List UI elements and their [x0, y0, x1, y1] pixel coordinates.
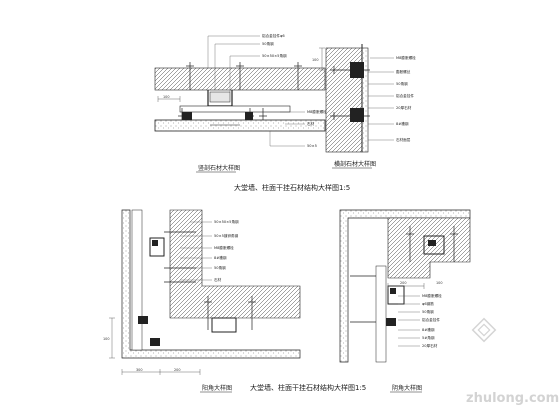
br-leaders [398, 295, 420, 347]
annotation-bl-1: 50×5镀锌角钢 [214, 233, 239, 238]
annotation-tl-3: M8膨胀螺栓 [307, 109, 327, 114]
annotation-tr-4: 20厚石材 [396, 105, 412, 110]
anchor-bolts [186, 62, 302, 90]
annotation-tl-2: 50×50×5角钢 [262, 53, 287, 58]
br-stone-vertical [375, 265, 387, 363]
annotation-tl-4: 石材 [307, 121, 315, 126]
watermark: zhulong.com [466, 317, 559, 406]
annotation-tr-0: M8膨胀螺栓 [396, 55, 416, 60]
tr-leaders [368, 57, 394, 141]
annotation-bl-5: 石材 [214, 277, 222, 282]
annotation-br-4: 8#槽钢 [422, 327, 435, 332]
annotation-br-3: 铝合金挂件 [422, 317, 440, 322]
caption-top-right: 横剖石材大样图 [334, 160, 376, 168]
br-dim-text-2: 100 [436, 281, 442, 285]
dim-text: 100 [163, 95, 169, 99]
br-bracket [428, 240, 436, 246]
clip-block-2 [245, 112, 253, 120]
detail-top-right: M8膨胀螺栓 膨胀螺丝 50角钢 铝合金挂件 20厚石材 8#槽钢 石材面层 1… [312, 44, 416, 169]
bracket-lower [350, 108, 364, 122]
br-bracket-3 [390, 288, 396, 294]
steel-angle-bar [179, 105, 291, 113]
br-dim-text-1: 200 [400, 281, 406, 285]
annotation-br-1: φ6钢筋 [422, 301, 434, 306]
bl-bracket-4 [138, 316, 148, 324]
annotation-tr-2: 50角钢 [396, 81, 408, 86]
internal-corner-wall [339, 209, 471, 363]
watermark-text: zhulong.com [466, 391, 559, 406]
caption-bottom-right: 阴角大样图 [392, 384, 422, 392]
bl-dim-text-3: 100 [103, 337, 109, 341]
annotation-tr-1: 膨胀螺丝 [396, 69, 411, 74]
internal-corner-concrete [387, 217, 471, 279]
jamb-stone [131, 209, 143, 351]
caption-top-left: 竖剖石材大样图 [198, 164, 240, 172]
br-bolts [350, 226, 458, 323]
title-bottom: 大堂墙、柱面干挂石材结构大样图1:5 [250, 383, 366, 392]
br-bracket-4 [386, 318, 396, 326]
bl-bracket-3 [211, 317, 237, 333]
stone-panel [154, 119, 326, 132]
bl-bracket-5 [150, 338, 160, 346]
tr-bolts [330, 66, 370, 120]
annotation-tl-0: 铝合金挂件φ6 [262, 33, 285, 38]
bl-bracket-2 [152, 240, 158, 246]
annotation-br-2: 50角钢 [422, 309, 434, 314]
annotation-br-6: 20厚石材 [422, 343, 438, 348]
detail-top-left: 100 铝合金挂件φ6 50角钢 50×50×5角钢 M8膨胀螺栓 石材 50×… [154, 33, 327, 173]
bl-bracket-1 [149, 237, 165, 257]
annotation-tr-6: 石材面层 [396, 137, 411, 142]
annotation-bl-4: 50角钢 [214, 265, 226, 270]
annotation-tl-5: 50×5 [307, 144, 317, 148]
detail-bottom-right: 200 100 M8膨胀螺栓 φ6钢筋 50角钢 铝合金挂件 8#槽钢 5#角钢… [339, 209, 471, 393]
tr-dim-text: 100 [312, 58, 318, 62]
bl-dim-text-1: 300 [136, 368, 142, 372]
watermark-logo-icon [471, 317, 497, 343]
caption-bottom-left: 阳角大样图 [202, 384, 232, 392]
annotation-bl-0: 50×50×5角钢 [214, 219, 239, 224]
dimension-line [157, 96, 181, 102]
annotation-br-5: 5#角钢 [422, 335, 435, 340]
bl-dims [109, 317, 201, 375]
bracket-block [209, 91, 231, 103]
corner-concrete [169, 209, 301, 319]
annotation-tr-3: 铝合金挂件 [396, 93, 414, 98]
annotation-br-0: M8膨胀螺栓 [422, 293, 442, 298]
annotation-bl-2: M8膨胀螺栓 [214, 245, 234, 250]
leader-lines [207, 35, 305, 147]
title-top: 大堂墙、柱面干挂石材结构大样图1:5 [234, 183, 350, 192]
br-dims [387, 283, 425, 289]
detail-bottom-left: 50×50×5角钢 50×5镀锌角钢 M8膨胀螺栓 8#槽钢 50角钢 石材 3… [103, 209, 301, 393]
annotation-tl-1: 50角钢 [262, 41, 274, 46]
clip-block [182, 112, 192, 120]
corner-stone-outline [121, 209, 301, 359]
tr-dim [319, 47, 325, 71]
annotation-tr-5: 8#槽钢 [396, 121, 409, 126]
annotation-bl-3: 8#槽钢 [214, 255, 227, 260]
bl-dim-text-2: 200 [174, 368, 180, 372]
br-channel [423, 235, 445, 255]
bl-leaders [180, 221, 212, 281]
